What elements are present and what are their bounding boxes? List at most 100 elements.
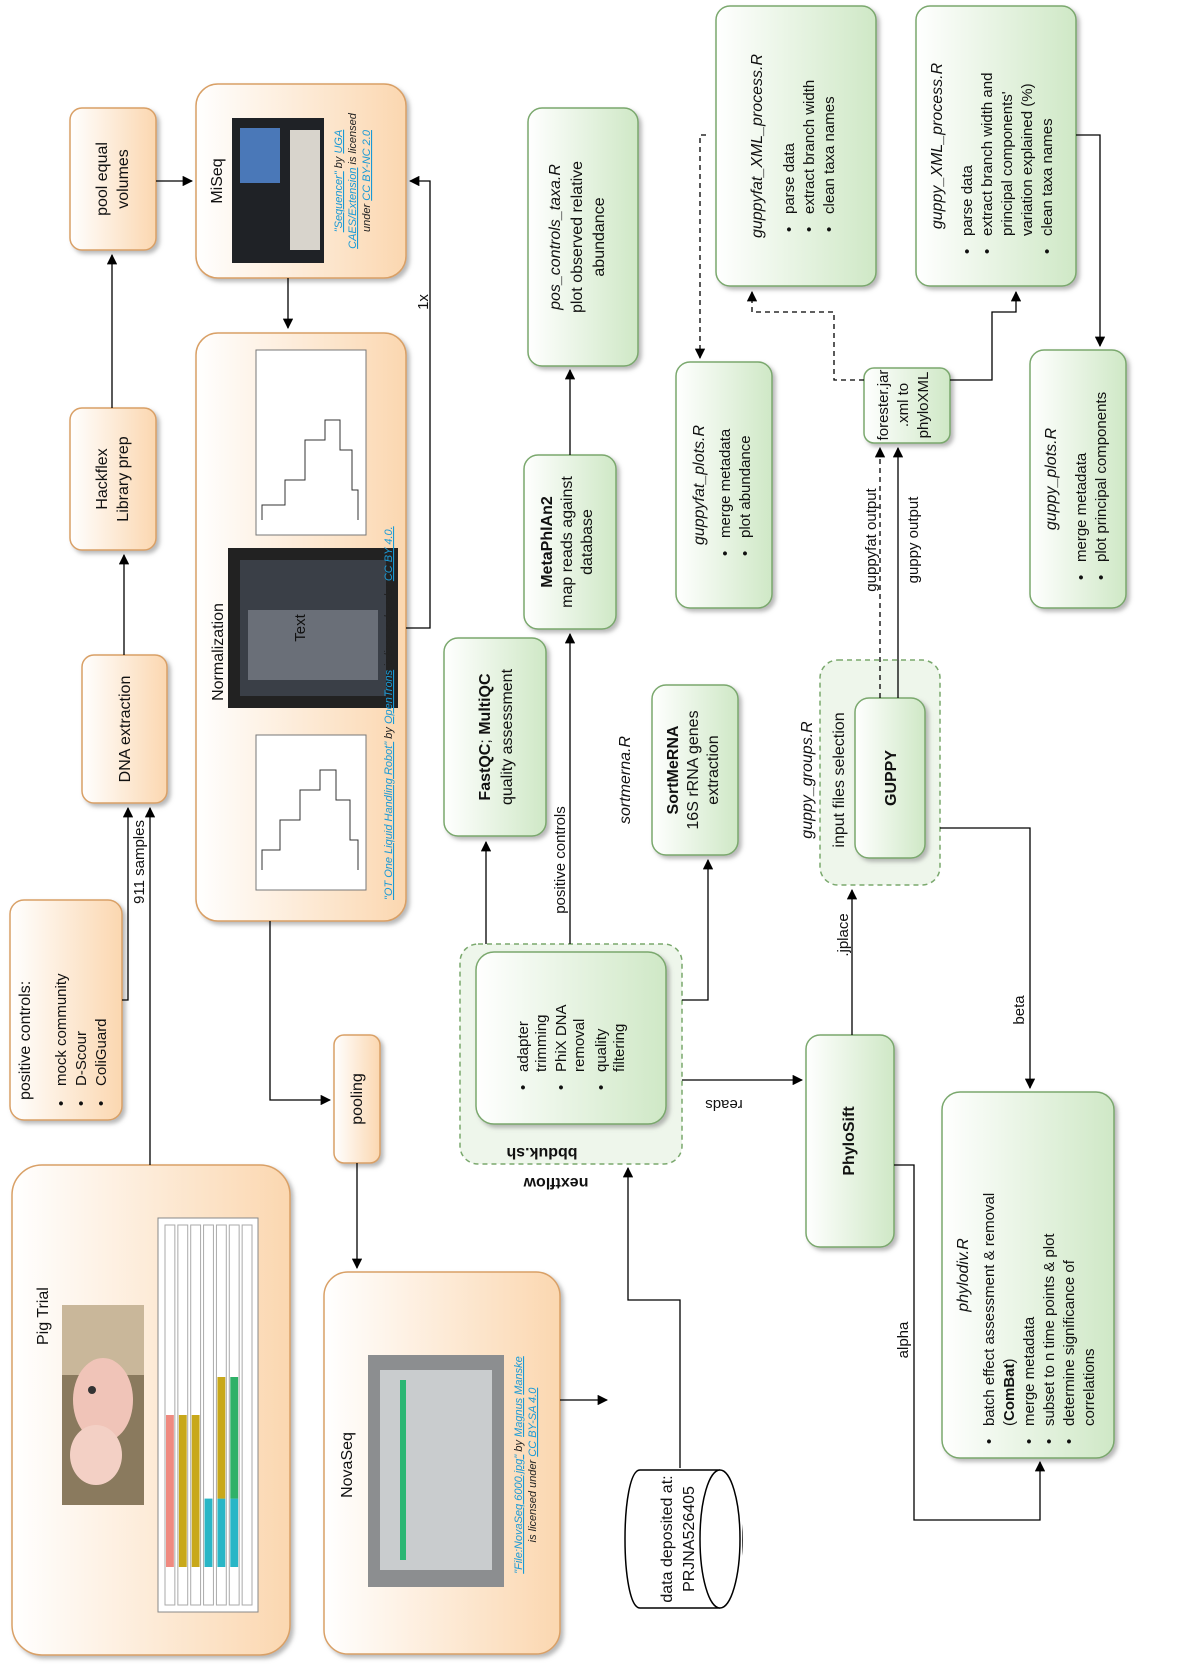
data-deposited-line1: data deposited at: bbox=[659, 1475, 676, 1602]
bbduk-item-6: filtering bbox=[611, 1024, 628, 1072]
forester-line3: phyloXML bbox=[915, 372, 932, 439]
guppy-xml-item-4: variation explained (%) bbox=[1019, 83, 1036, 236]
phylodiv-item-3: subset to n time points & plot bbox=[1041, 1233, 1058, 1426]
uga-link[interactable]: UGA bbox=[333, 130, 345, 154]
guppy-inner-label: GUPPY bbox=[883, 750, 900, 806]
sortmerna-script: sortmerna.R bbox=[617, 736, 634, 824]
pos-controls-taxa-node: pos_controls_taxa.R plot observed relati… bbox=[527, 107, 639, 367]
histogram-after bbox=[255, 349, 367, 536]
svg-text:•: • bbox=[93, 1101, 110, 1106]
arrow-forester-to-guppy-xml bbox=[950, 290, 1022, 381]
arrow-beta bbox=[940, 827, 1036, 1090]
pig-chart-segment bbox=[191, 1415, 200, 1567]
pig-chart-row bbox=[203, 1224, 214, 1606]
guppyfat-xml-item-3: clean taxa names bbox=[821, 96, 838, 214]
svg-text:•: • bbox=[73, 1101, 90, 1106]
bbduk-item-2: trimming bbox=[533, 1014, 550, 1072]
pos-controls-taxa-title: pos_controls_taxa.R bbox=[547, 164, 564, 311]
svg-text:•: • bbox=[553, 1085, 570, 1090]
hackflex-line2: Library prep bbox=[115, 436, 132, 521]
guppy-xml-item-2: extract branch width and bbox=[979, 73, 996, 236]
pig-chart-segment bbox=[230, 1377, 239, 1499]
novaseq-file-link[interactable]: "File:NovaSeq 6000.jpg" bbox=[513, 1454, 525, 1574]
caes-link[interactable]: CAES/Extension bbox=[347, 168, 359, 249]
metaphlan-line2: map reads against bbox=[559, 476, 576, 608]
normalization-node: Normalization Text "OT One Liquid Handli… bbox=[195, 332, 407, 922]
guppy-groups-line1: input files selection bbox=[831, 712, 848, 847]
phylosift-label: PhyloSift bbox=[841, 1106, 858, 1176]
label-1x: 1x bbox=[415, 294, 432, 310]
fastqc-line2: quality assessment bbox=[499, 668, 516, 805]
svg-text:•: • bbox=[1061, 1439, 1078, 1444]
label-jplace: .jplace bbox=[835, 913, 852, 956]
phylodiv-title: phylodiv.R bbox=[955, 1238, 972, 1313]
label-beta: beta bbox=[1011, 995, 1028, 1025]
phylodiv-node: phylodiv.R • batch effect assessment & r… bbox=[941, 1091, 1115, 1459]
svg-text:•: • bbox=[801, 227, 818, 232]
svg-text:•: • bbox=[981, 1439, 998, 1444]
label-911-samples: 911 samples bbox=[131, 820, 148, 904]
pig-chart-segment bbox=[178, 1415, 187, 1567]
guppy-xml-item-5: clean taxa names bbox=[1039, 118, 1056, 236]
guppy-plots-node: guppy_plots.R • • merge metadata plot pr… bbox=[1029, 349, 1127, 609]
pig-trial-title: Pig Trial bbox=[35, 1287, 52, 1345]
arrow-forester-to-guppyfat-xml bbox=[746, 290, 864, 381]
normalization-credit: "OT One Liquid Handling Robot" by OpenTr… bbox=[383, 526, 395, 900]
phylodiv-item-5: correlations bbox=[1081, 1348, 1098, 1426]
svg-text:"Sequencer" by UGA: "Sequencer" by UGA bbox=[333, 130, 345, 233]
guppyfat-xml-node: guppyfat_XML_process.R • • • parse data … bbox=[715, 5, 877, 287]
svg-text:under CC BY-NC 2.0: under CC BY-NC 2.0 bbox=[361, 129, 373, 232]
pig-chart-segment bbox=[217, 1377, 226, 1499]
data-deposited-node: data deposited at: PRJNA526405 bbox=[600, 1469, 743, 1609]
arrow-guppy-xml-to-plots bbox=[1076, 134, 1106, 348]
label-reads: reads bbox=[705, 1096, 743, 1113]
guppy-plots-item-1: merge metadata bbox=[1073, 452, 1090, 562]
svg-text:•: • bbox=[1039, 249, 1056, 254]
sequencer-link[interactable]: "Sequencer" bbox=[333, 170, 345, 232]
guppy-groups-script: guppy_groups.R bbox=[799, 721, 816, 839]
cc-by-sa-link[interactable]: CC BY-SA 4.0 bbox=[527, 1387, 539, 1457]
arrow-controls-to-dna bbox=[122, 806, 134, 1001]
arrow-alpha bbox=[894, 1164, 1046, 1521]
pool-equal-line1: pool equal bbox=[94, 142, 111, 216]
arrow-database-to-nextflow bbox=[622, 1166, 681, 1468]
arrow-guppyfat-xml-to-plots bbox=[694, 134, 706, 360]
opentrons-link[interactable]: OpenTrons bbox=[383, 669, 395, 724]
robot-photo: Text bbox=[228, 548, 398, 708]
cc-by-nc-link[interactable]: CC BY-NC 2.0 bbox=[361, 129, 373, 201]
miseq-title: MiSeq bbox=[209, 158, 226, 203]
pig-chart-segment bbox=[230, 1498, 239, 1567]
pig-trial-chart bbox=[157, 1217, 259, 1613]
connectors bbox=[106, 134, 1106, 1521]
positive-controls-title: positive controls: bbox=[17, 981, 34, 1100]
nextflow-group: nextflow bbduk.sh • adapter trimming • P… bbox=[459, 943, 683, 1191]
guppy-xml-title: guppy_XML_process.R bbox=[929, 62, 946, 229]
arrow-normalization-to-pooling bbox=[269, 921, 332, 1106]
manske-link[interactable]: Manske bbox=[513, 1356, 525, 1395]
robot-source-link[interactable]: "OT One Liquid Handling Robot" bbox=[383, 741, 395, 900]
pig-chart-segment bbox=[166, 1415, 174, 1567]
svg-text:•: • bbox=[781, 227, 798, 232]
normalization-title: Normalization bbox=[210, 603, 227, 701]
metaphlan-node: MetaPhlAn2 map reads against database bbox=[523, 454, 617, 630]
phylodiv-item-1b: (ComBat) bbox=[1001, 1358, 1018, 1426]
svg-text:•: • bbox=[1041, 1439, 1058, 1444]
bbduk-item-5: quality bbox=[593, 1028, 610, 1072]
svg-text:•: • bbox=[1073, 575, 1090, 580]
histogram-before bbox=[255, 734, 367, 891]
svg-text:•: • bbox=[1093, 575, 1110, 580]
magnus-link[interactable]: Magnus bbox=[513, 1397, 525, 1437]
novaseq-photo bbox=[368, 1355, 504, 1587]
svg-text:is licensed under CC BY-SA 4.0: is licensed under CC BY-SA 4.0 bbox=[527, 1387, 539, 1543]
pos-controls-taxa-line3: abundance bbox=[591, 197, 608, 276]
guppyfat-plots-node: guppyfat_plots.R • • merge metadata plot… bbox=[675, 361, 773, 609]
cc-by-link[interactable]: CC BY 4.0. bbox=[383, 526, 395, 581]
arrow-bbduk-to-sortmerna bbox=[682, 858, 714, 1001]
forester-line1: forester.jar bbox=[875, 370, 892, 441]
novaseq-node: NovaSeq "File:NovaSeq 6000.jpg" by Magnu… bbox=[323, 1271, 561, 1655]
fastqc-node: FastQC; MultiQC quality assessment bbox=[443, 637, 547, 837]
miseq-photo bbox=[232, 118, 324, 263]
bbduk-label: bbduk.sh bbox=[506, 1144, 577, 1161]
